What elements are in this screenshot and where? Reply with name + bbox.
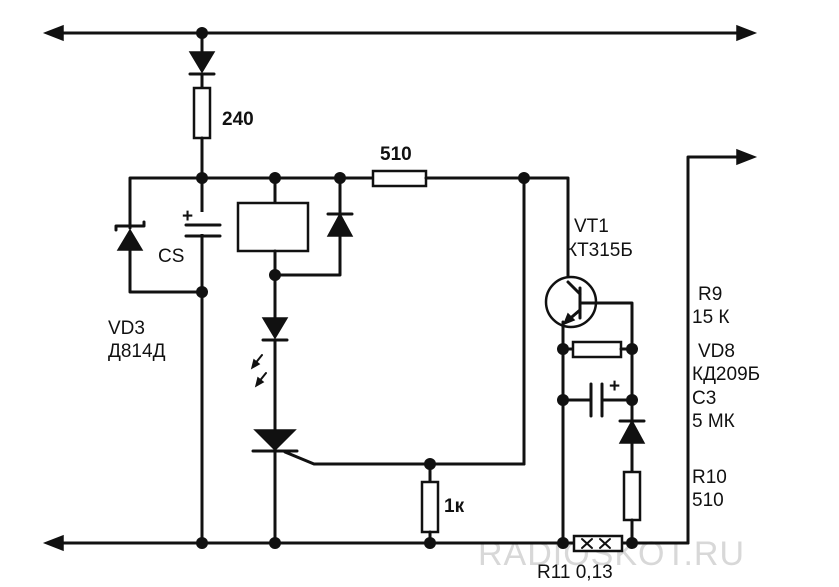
r11-label: R11 0,13 <box>537 562 613 583</box>
c3-plus-sign: + <box>609 376 620 397</box>
resistor-r9 <box>571 340 623 359</box>
zener-vd3 <box>114 220 146 251</box>
r9-name-label: R9 <box>698 284 722 305</box>
resistor-240 <box>192 86 212 140</box>
vd8-name-label: VD8 <box>698 341 735 362</box>
cs-label: CS <box>158 246 184 267</box>
junctions <box>196 27 638 549</box>
cs-plus-sign: + <box>182 206 193 227</box>
led <box>250 317 289 388</box>
resistor-510-top <box>371 169 428 188</box>
r10-value-label: 510 <box>692 490 724 511</box>
transistor-vt1 <box>544 275 634 351</box>
wire <box>128 176 204 230</box>
relay-coil <box>236 201 310 253</box>
c3-name-label: C3 <box>692 388 716 409</box>
wire <box>273 234 342 277</box>
wire-collector <box>522 176 570 284</box>
resistor-r11 <box>572 534 624 553</box>
resistor-1k <box>420 480 440 534</box>
thyristor <box>251 429 526 466</box>
vt1-name-label: VT1 <box>574 216 609 237</box>
capacitor-cs <box>184 212 222 238</box>
capacitor-c3 <box>589 382 604 418</box>
resistor-240-label: 240 <box>222 109 254 130</box>
input-diode <box>188 51 216 76</box>
wire <box>128 248 204 294</box>
c3-value-label: 5 МК <box>692 411 735 432</box>
flyback-diode <box>326 212 354 237</box>
vt1-part-label: КТ315Б <box>566 240 633 261</box>
resistor-1k-label: 1к <box>444 496 465 517</box>
vd8-part-label: КД209Б <box>692 364 760 385</box>
diode-vd8 <box>618 419 646 444</box>
resistor-510-top-label: 510 <box>380 144 412 165</box>
r9-value-label: 15 К <box>692 307 729 328</box>
r10-name-label: R10 <box>692 467 727 488</box>
vd3-name-label: VD3 <box>108 318 145 339</box>
resistor-r10 <box>622 470 642 522</box>
output-line <box>686 148 758 545</box>
vd3-part-label: Д814Д <box>108 341 166 362</box>
top-rail <box>42 24 758 42</box>
